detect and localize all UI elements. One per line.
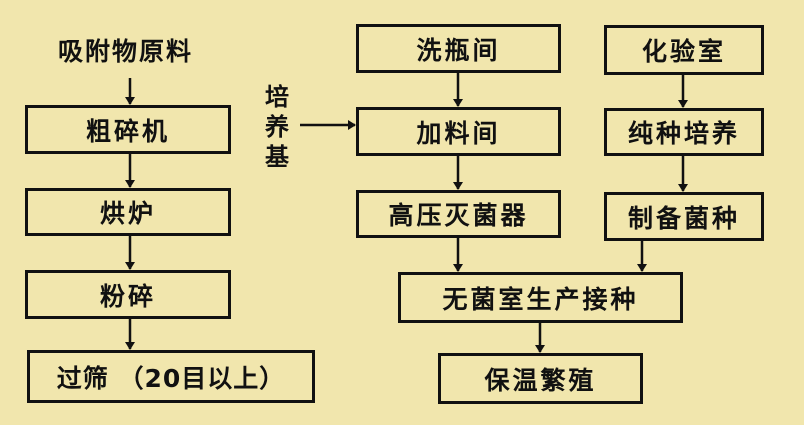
sieve-box: 过筛 （20目以上）	[27, 350, 315, 403]
pure-culture-box: 纯种培养	[604, 108, 764, 156]
grinding-box: 粉碎	[25, 270, 231, 319]
culture-medium-label: 培养基	[265, 83, 289, 171]
feeding-room-box: 加料间	[356, 107, 561, 156]
prepare-strain-box: 制备菌种	[604, 192, 764, 241]
crusher-box: 粗碎机	[25, 105, 231, 154]
incubation-box: 保温繁殖	[438, 353, 643, 404]
sterile-inoculation-box: 无菌室生产接种	[398, 272, 683, 323]
oven-box: 烘炉	[25, 188, 231, 236]
lab-box: 化验室	[604, 25, 764, 75]
autoclave-box: 高压灭菌器	[356, 190, 561, 238]
raw-material-label: 吸附物原料	[58, 37, 194, 66]
bottle-wash-box: 洗瓶间	[356, 24, 561, 73]
